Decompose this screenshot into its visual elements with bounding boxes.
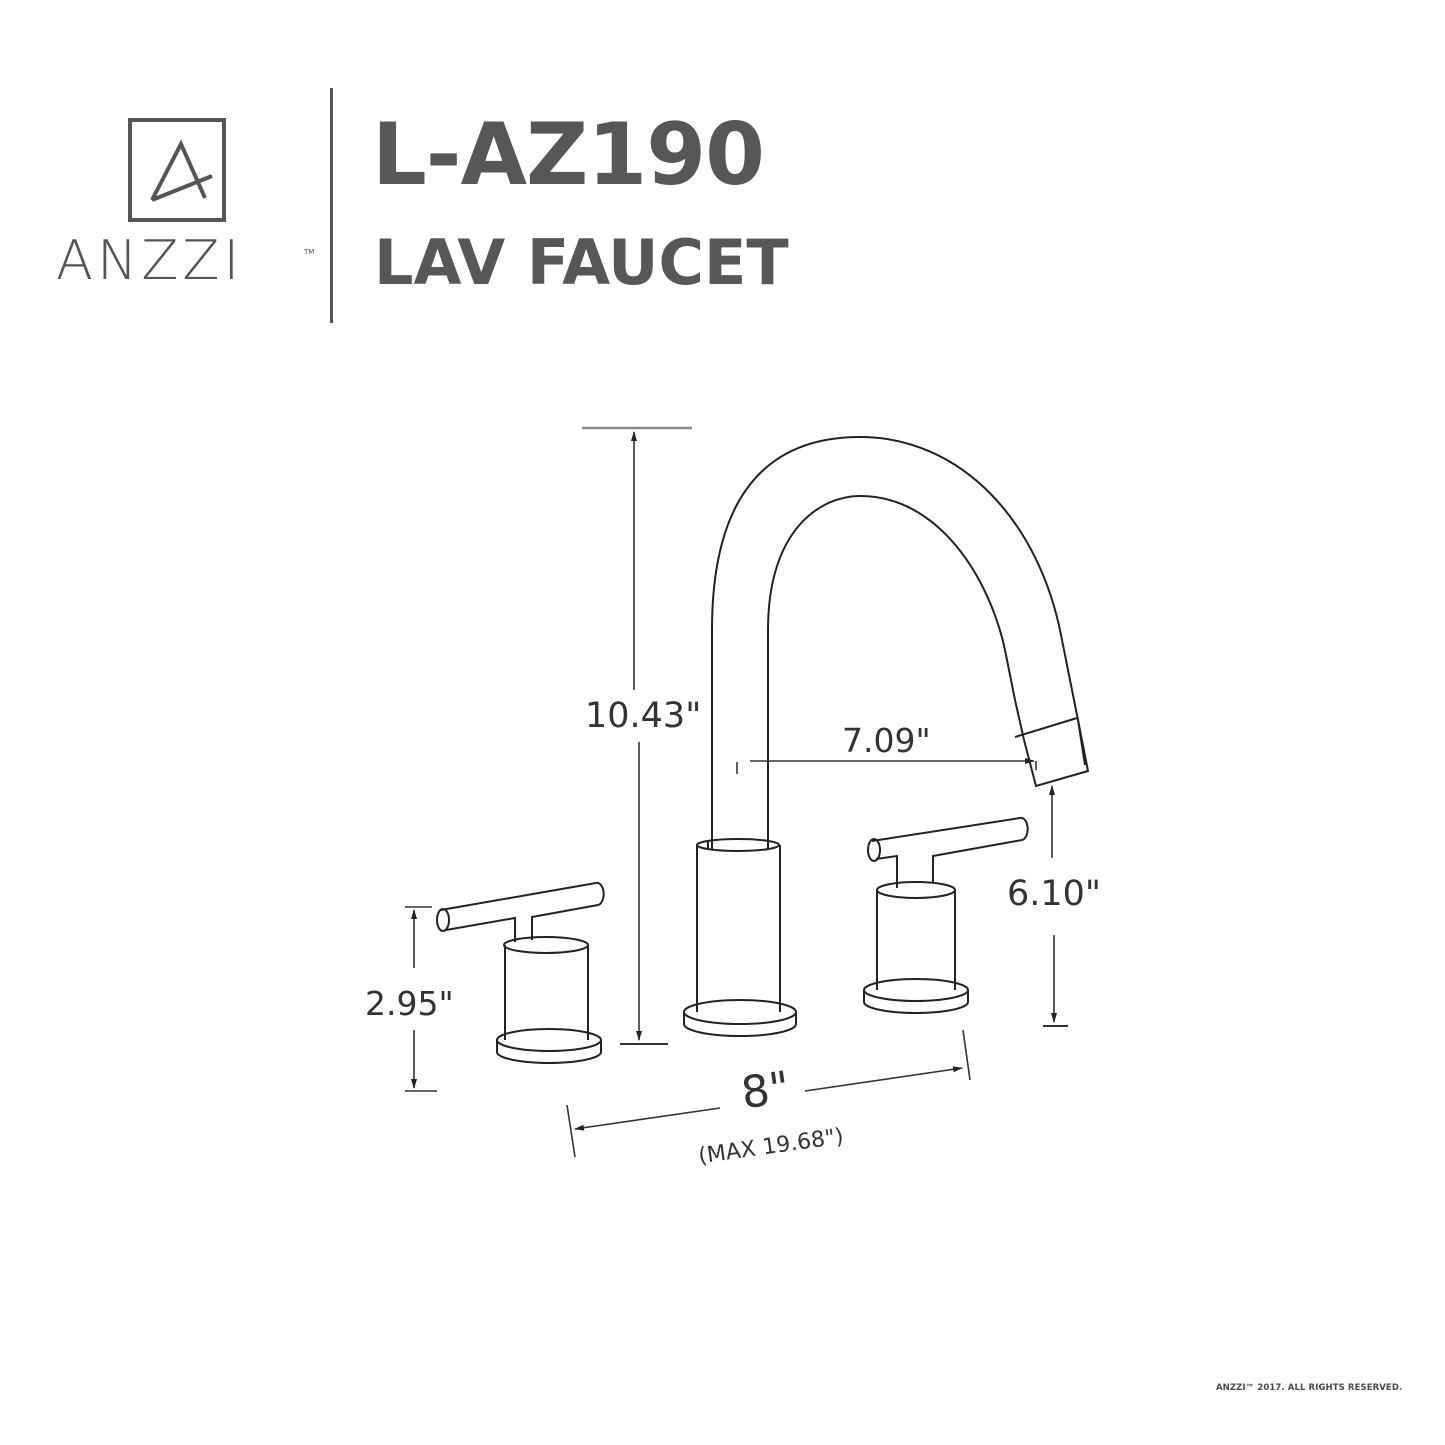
anzzi-a-in-square-icon — [128, 118, 226, 222]
product-type: LAV FAUCET — [374, 226, 789, 299]
brand-logo: ANZZI TM — [56, 116, 314, 301]
faucet-outline — [436, 435, 1090, 1064]
dimension-lines — [405, 426, 1068, 1158]
dim-overall-height: 10.43" — [585, 696, 701, 736]
header-divider — [330, 88, 333, 323]
dim-handle-height: 2.95" — [365, 984, 454, 1023]
dimension-labels: 10.43" 7.09" 6.10" 2.95" 8" (MAX 19.68") — [365, 696, 1101, 1169]
model-number: L-AZ190 — [372, 105, 765, 205]
dim-center-spread: 8" — [738, 1062, 793, 1119]
dim-spout-reach: 7.09" — [842, 721, 931, 760]
brand-wordmark: ANZZI — [56, 229, 244, 292]
copyright-notice: ANZZI™ 2017. ALL RIGHTS RESERVED. — [1216, 1383, 1403, 1393]
dim-spout-height: 6.10" — [1007, 874, 1101, 914]
dim-center-spread-max: (MAX 19.68") — [697, 1124, 845, 1169]
trademark-mark: TM — [304, 248, 315, 256]
